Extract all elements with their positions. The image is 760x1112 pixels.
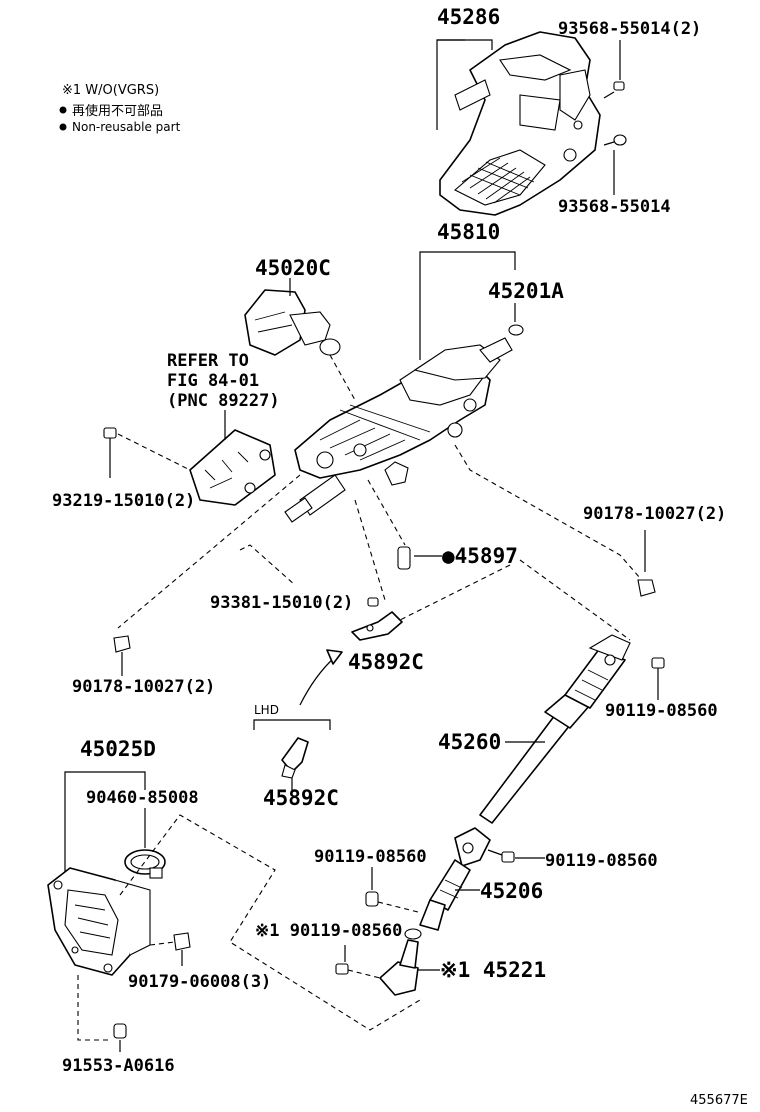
arrow-icon	[299, 656, 336, 706]
figure-id: 455677E	[690, 1093, 748, 1108]
screw-icon	[603, 81, 625, 99]
nut-icon	[113, 635, 131, 653]
universal-joint-part	[419, 827, 491, 931]
bullet-icon	[59, 106, 67, 114]
label-45201a: 45201A	[488, 279, 564, 303]
steering-column-assembly-part	[284, 324, 524, 523]
bracket-part	[351, 611, 403, 641]
bolt-icon	[365, 891, 379, 907]
label-45025d: 45025D	[80, 737, 156, 761]
label-lhd: LHD	[254, 703, 279, 717]
label-45897: ●45897	[442, 544, 518, 568]
label-90119-08560-a: 90119-08560	[605, 701, 718, 721]
ecu-module-part	[189, 429, 276, 506]
legend-notes: ※1 W/O(VGRS) 再使用不可部品 Non-reusable part	[59, 83, 181, 134]
label-45892c-top: 45892C	[348, 650, 424, 674]
bolt-icon	[397, 546, 411, 570]
note-nonreusable-en: Non-reusable part	[72, 120, 181, 134]
label-90178-10027-2-left: 90178-10027(2)	[72, 677, 215, 697]
label-93219-15010-2: 93219-15010(2)	[52, 491, 195, 511]
label-90119-08560-c: 90119-08560	[545, 851, 658, 871]
bolt-icon	[335, 963, 349, 975]
label-45221: ※1 45221	[440, 958, 546, 982]
label-45810: 45810	[437, 220, 500, 244]
label-45892c-lhd: 45892C	[263, 786, 339, 810]
label-90178-10027-2-right: 90178-10027(2)	[583, 504, 726, 524]
screw-icon	[603, 134, 627, 146]
intermediate-shaft-part	[479, 634, 631, 824]
label-91553-a0616: 91553-A0616	[62, 1056, 175, 1076]
bracket-part	[281, 737, 309, 779]
lock-bracket-part	[244, 289, 341, 356]
label-45260: 45260	[438, 730, 501, 754]
refer-line-2: FIG 84-01	[167, 371, 259, 391]
label-90119-08560-b: 90119-08560	[314, 847, 427, 867]
label-93381-15010-2: 93381-15010(2)	[210, 593, 353, 613]
label-45020c: 45020C	[255, 256, 331, 280]
bolt-icon	[113, 1023, 127, 1039]
column-cover-part	[439, 31, 601, 216]
refer-line-3: (PNC 89227)	[167, 391, 280, 411]
nut-icon	[637, 579, 656, 597]
label-90460-85008: 90460-85008	[86, 788, 199, 808]
bolt-icon	[651, 657, 665, 669]
nut-icon	[173, 932, 191, 951]
steering-shaft-part	[379, 928, 422, 996]
label-45206: 45206	[480, 879, 543, 903]
label-90119-08560-d: ※1 90119-08560	[255, 921, 402, 941]
label-93568-55014-2: 93568-55014(2)	[558, 19, 701, 39]
hole-cover-part	[47, 867, 151, 976]
bullet-icon	[59, 123, 67, 131]
arrowhead-icon	[326, 649, 343, 665]
bolt-icon	[103, 427, 117, 478]
refer-line-1: REFER TO	[167, 351, 249, 371]
note-nonreusable-jp: 再使用不可部品	[72, 103, 163, 119]
note-wo-vgrs: ※1 W/O(VGRS)	[62, 83, 159, 98]
hose-clamp-part	[124, 849, 166, 879]
bolt-icon	[367, 597, 379, 607]
label-93568-55014: 93568-55014	[558, 197, 671, 217]
label-90179-06008-3: 90179-06008(3)	[128, 972, 271, 992]
label-45286: 45286	[437, 5, 500, 29]
bolt-icon	[501, 851, 515, 863]
